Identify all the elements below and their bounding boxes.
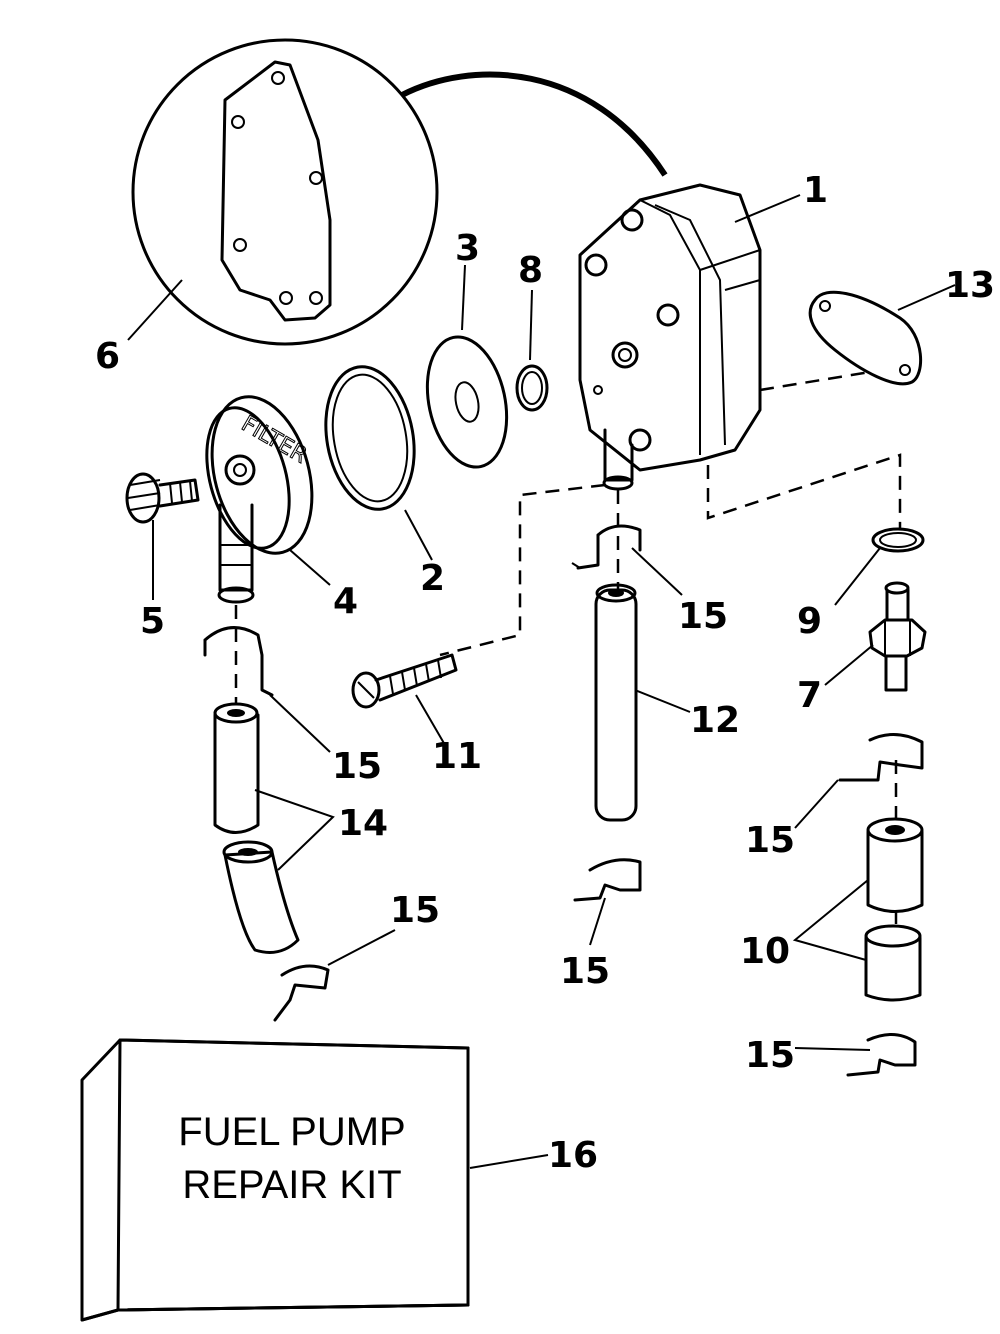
callout-2: 2 [420, 558, 445, 599]
callout-10: 10 [740, 931, 790, 972]
thumb-screw [125, 472, 200, 524]
small-o-ring [515, 364, 549, 412]
fuel-pump-body [578, 183, 762, 491]
short-hoses-right [864, 817, 924, 1002]
gasket-outline [220, 60, 332, 322]
callout-15c: 15 [390, 890, 440, 931]
callout-5: 5 [140, 601, 165, 642]
callout-15d: 15 [560, 951, 610, 992]
leader-lines [127, 194, 956, 1169]
callout-13: 13 [945, 265, 995, 306]
assembly-line-fitting [706, 453, 902, 530]
mounting-gasket [808, 290, 923, 386]
callout-1: 1 [803, 170, 828, 211]
filter-cover: FILTER [205, 395, 314, 604]
assembly-line-gasket [759, 370, 871, 392]
callout-14: 14 [338, 803, 388, 844]
callout-6: 6 [95, 336, 120, 377]
callout-15e: 15 [745, 820, 795, 861]
washer [871, 527, 925, 553]
callout-12: 12 [690, 700, 740, 741]
detail-leader-curve [400, 71, 668, 177]
filter-screen [425, 335, 509, 469]
kit-label-line2: REPAIR KIT [182, 1163, 401, 1207]
callout-numbers: 1 2 3 4 5 6 7 8 9 10 11 12 13 14 15 15 1… [95, 170, 995, 1176]
assembly-line-screw [439, 483, 606, 657]
long-hose [594, 583, 638, 822]
callout-15a: 15 [678, 596, 728, 637]
callout-8: 8 [518, 250, 543, 291]
callout-11: 11 [432, 736, 482, 777]
callout-9: 9 [797, 601, 822, 642]
callout-3: 3 [455, 228, 480, 269]
hose-fitting [868, 581, 927, 692]
kit-label-line1: FUEL PUMP [178, 1110, 405, 1154]
callout-15b: 15 [332, 746, 382, 787]
gasket-detail-circle [131, 38, 668, 346]
long-screw [351, 653, 458, 709]
callout-15f: 15 [745, 1035, 795, 1076]
callout-4: 4 [333, 581, 358, 622]
large-o-ring [324, 365, 416, 511]
short-hoses [213, 702, 300, 954]
callout-7: 7 [797, 675, 822, 716]
repair-kit-box: FUEL PUMP REPAIR KIT [80, 1038, 470, 1322]
callout-16: 16 [548, 1135, 598, 1176]
hose-clamps [203, 524, 924, 1077]
